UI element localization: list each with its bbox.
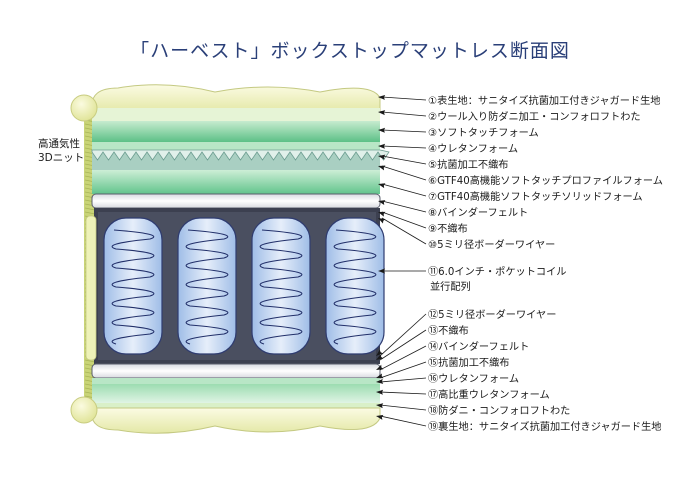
top-fabric-layer: [91, 84, 381, 113]
leader-arrowhead: [378, 143, 386, 149]
leader-arrowhead: [376, 373, 384, 379]
top-piping: [70, 94, 98, 122]
layer-labels: ①表生地：サニタイズ抗菌加工付きジャガード生地 ②ウール入り防ダニ加工・コンフォロ…: [428, 94, 663, 433]
leader-arrowhead: [378, 268, 385, 274]
leader-line: [381, 165, 427, 181]
leader-line: [381, 183, 427, 197]
leader-arrowhead: [376, 378, 384, 384]
layer-label-1: ①表生地：サニタイズ抗菌加工付きジャガード生地: [428, 94, 660, 107]
layer-label-19: ⑱防ダニ・コンフォロフトわた: [428, 404, 570, 417]
leader-line: [381, 217, 427, 245]
leader-line: [379, 391, 427, 395]
leader-arrowhead: [378, 211, 386, 217]
leader-arrowhead: [378, 200, 386, 206]
leader-arrowhead: [376, 354, 384, 360]
leader-arrowhead: [378, 94, 386, 100]
leader-arrowhead: [376, 389, 384, 395]
layer-label-14: ⑬不織布: [428, 324, 469, 337]
profile-foam-wave: [91, 149, 390, 161]
soft-touch-foam-layer: [92, 121, 380, 143]
coil-spring-wire: [333, 229, 377, 345]
layer-label-10: ⑩5ミリ径ボーダーワイヤー: [428, 238, 555, 251]
leader-line: [381, 211, 427, 229]
binder-felt-bottom: [91, 363, 381, 379]
pocket-coil-group: [103, 217, 385, 355]
high-density-foam-layer: [92, 384, 380, 404]
leader-arrowhead: [378, 165, 386, 171]
leader-arrowhead: [378, 154, 386, 160]
coil-spring-wire: [111, 229, 155, 345]
leader-line: [381, 129, 427, 133]
layer-label-2: ②ウール入り防ダニ加工・コンフォロフトわた: [428, 110, 641, 123]
coil-spring-wire: [259, 229, 303, 345]
solid-foam-layer: [92, 170, 380, 194]
layer-label-20: ⑲裏生地：サニタイズ抗菌加工付きジャガード生地: [428, 420, 662, 433]
side-label-line1: 高通気性: [38, 137, 80, 150]
leader-arrowhead: [378, 127, 386, 133]
layer-label-6: ⑥GTF40高機能ソフトタッチプロファイルフォーム: [428, 174, 663, 187]
layer-label-12: 並行配列: [430, 280, 471, 293]
layer-label-11: ⑪6.0インチ・ポケットコイル: [428, 266, 566, 278]
leader-arrowhead: [376, 403, 384, 409]
leader-arrowhead: [376, 349, 383, 356]
side-label-line2: 3Dニット: [38, 152, 84, 164]
leader-line: [381, 200, 427, 213]
layer-label-8: ⑧バインダーフェルト: [428, 206, 528, 219]
bottom-fabric-layer: [91, 407, 381, 434]
coil-spring-wire: [185, 229, 229, 345]
bottom-piping: [70, 396, 98, 424]
leader-line: [381, 111, 427, 117]
bottom-urethane-layer: [92, 378, 380, 384]
leader-lines: [376, 94, 427, 427]
layer-label-15: ⑭バインダーフェルト: [428, 340, 529, 353]
side-border-pad: [85, 215, 97, 361]
leader-line: [379, 313, 427, 357]
leader-arrowhead: [378, 183, 386, 189]
leader-line: [379, 361, 427, 379]
leader-line: [379, 404, 427, 411]
layer-label-5: ⑤抗菌加工不織布: [428, 158, 508, 171]
leader-line: [381, 145, 427, 149]
layer-label-7: ⑦GTF40高機能ソフトタッチソリッドフォーム: [428, 190, 643, 203]
leader-arrowhead: [378, 218, 386, 224]
page-title: 「ハーベスト」ボックストップマットレス断面図: [130, 40, 570, 62]
leader-line: [379, 329, 427, 361]
wool-wadding-layer: [92, 108, 380, 122]
layer-label-4: ④ウレタンフォーム: [428, 143, 518, 155]
urethane-foam-layer: [92, 142, 380, 150]
leader-arrowhead: [378, 110, 386, 116]
layer-label-16: ⑮抗菌加工不織布: [428, 356, 510, 369]
layer-label-13: ⑫5ミリ径ボーダーワイヤー: [428, 308, 556, 321]
layer-label-17: ⑯ウレタンフォーム: [428, 373, 519, 385]
leader-line: [381, 155, 427, 165]
leader-line: [381, 96, 427, 101]
binder-felt-top: [91, 193, 381, 209]
layer-label-9: ⑨不織布: [428, 222, 468, 235]
leader-arrowhead: [376, 364, 384, 370]
bottom-wadding-layer: [92, 403, 380, 411]
leader-line: [379, 345, 427, 371]
layer-label-18: ⑰高比重ウレタンフォーム: [428, 388, 550, 401]
layer-label-3: ③ソフトタッチフォーム: [428, 127, 539, 139]
leader-line: [379, 415, 427, 427]
leader-line: [379, 377, 427, 383]
leader-arrowhead: [376, 414, 384, 420]
